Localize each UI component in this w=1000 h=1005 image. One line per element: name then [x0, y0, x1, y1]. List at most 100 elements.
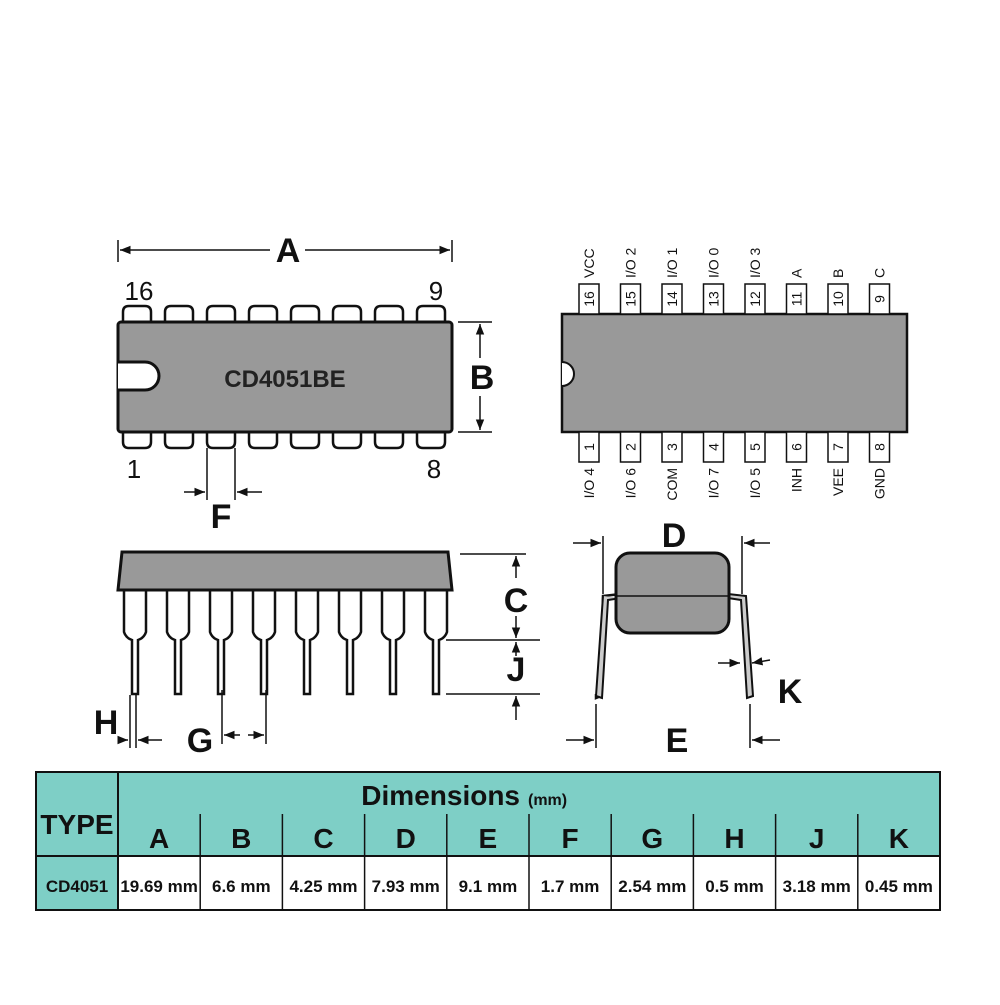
pinout-top-pin-signal: B: [830, 269, 846, 278]
dim-f-label: F: [211, 498, 232, 536]
table-value-cell: 7.93 mm: [372, 877, 440, 896]
pinout-top-pin-number: 15: [623, 291, 639, 307]
side-view: C J H G: [94, 550, 540, 760]
pinout-bottom-pin-signal: COM: [664, 468, 680, 501]
top-view-pin-upper: [415, 304, 447, 322]
chip-body-side: [116, 550, 454, 592]
table-column-header: H: [724, 823, 744, 854]
top-view-upper-pins: [121, 304, 447, 322]
top-view-pin-lower: [247, 432, 279, 450]
pin-16-label: 16: [125, 276, 154, 306]
pinout-top-pin-signal: I/O 0: [706, 247, 722, 278]
top-view-pin-lower: [331, 432, 363, 450]
end-view-right-leg: [727, 593, 755, 700]
pinout-bottom-pin-box: [619, 431, 642, 463]
pinout-top-pin-signal: I/O 1: [664, 247, 680, 278]
dim-d-label: D: [662, 517, 687, 555]
table-column-header: C: [313, 823, 333, 854]
table-value-cell: 19.69 mm: [120, 877, 198, 896]
pin1-notch: [118, 360, 161, 392]
pinout-bottom-pin-number: 5: [747, 443, 763, 451]
top-view-pin-upper: [163, 304, 195, 322]
side-view-leg: [423, 590, 449, 696]
table-value-cell: 9.1 mm: [459, 877, 518, 896]
table-value-cell: 3.18 mm: [783, 877, 851, 896]
dim-a-label: A: [276, 232, 301, 270]
side-view-leg: [208, 590, 234, 696]
table-value-cell: 0.5 mm: [705, 877, 764, 896]
pinout-top-pin-number: 16: [581, 291, 597, 307]
pin-1-label: 1: [127, 454, 141, 484]
dim-k-label: K: [778, 673, 803, 711]
pinout-bottom-pin-box: [868, 431, 891, 463]
pinout-bottom-pin-box: [744, 431, 766, 463]
table-column-header: G: [641, 823, 663, 854]
pinout-top-pin-box: [702, 283, 725, 315]
side-view-leg: [165, 590, 191, 696]
table-row-type: CD4051: [46, 877, 108, 896]
table-column-header: F: [562, 823, 579, 854]
table-column-header: D: [396, 823, 416, 854]
table-value-cell: 0.45 mm: [865, 877, 933, 896]
top-view-pin-upper: [373, 304, 405, 322]
dim-e-label: E: [666, 722, 689, 760]
table-column-header: K: [889, 823, 909, 854]
side-view-leg: [380, 590, 406, 696]
top-view: CD4051BE A 16 9 1 8 B F: [116, 232, 495, 536]
pinout-bottom-pin-signal: VEE: [830, 468, 846, 496]
chip-marking: CD4051BE: [224, 366, 345, 393]
pinout-bottom-pin-signal: I/O 7: [706, 468, 722, 499]
top-view-pin-lower: [121, 432, 153, 450]
table-value-cell: 1.7 mm: [541, 877, 600, 896]
top-view-pin-upper: [289, 304, 321, 322]
pinout-top-pin-number: 11: [789, 292, 805, 307]
pinout-bottom-pin-number: 6: [789, 443, 805, 451]
side-view-leg: [294, 590, 320, 696]
table-column-header: E: [479, 823, 498, 854]
pinout-top-pin-number: 13: [706, 291, 722, 307]
pinout-bottom-pin-number: 8: [872, 443, 888, 451]
pinout-top-pin-signal: I/O 2: [623, 247, 639, 278]
table-dimensions-header: Dimensions: [361, 780, 520, 811]
table-type-header: TYPE: [40, 809, 113, 840]
side-view-leg: [122, 590, 148, 696]
top-view-pin-lower: [289, 432, 321, 450]
pinout-bottom-pin-signal: INH: [789, 468, 805, 492]
pin-8-label: 8: [427, 454, 441, 484]
side-view-leg: [251, 590, 277, 696]
pinout-top-pin-signal: C: [872, 268, 888, 278]
pinout-top-pin-box: [661, 283, 683, 315]
dim-c-label: C: [504, 582, 529, 620]
top-view-pin-lower: [205, 432, 237, 450]
pinout-bottom-pin-box: [578, 431, 600, 463]
table-grid: [199, 814, 859, 910]
table-value-cell: 6.6 mm: [212, 877, 271, 896]
pin-9-label: 9: [429, 276, 443, 306]
table-row-values: 19.69 mm 6.6 mm 4.25 mm 7.93 mm 9.1 mm 1.7 mm…: [120, 877, 933, 896]
end-view: D E K: [566, 517, 803, 760]
dim-h-label: H: [94, 704, 119, 742]
dim-j-label: J: [507, 651, 526, 689]
top-view-pin-lower: [415, 432, 447, 450]
table-column-header: J: [809, 823, 825, 854]
pinout-top-pin-signal: VCC: [581, 248, 597, 278]
pinout-bottom-pin-signal: I/O 4: [581, 468, 597, 499]
dim-k-arrow-right: [751, 657, 771, 666]
pinout-top-pin-signal: A: [789, 268, 805, 278]
top-view-pin-upper: [247, 304, 279, 322]
pinout-top-pin-number: 12: [747, 291, 763, 307]
table-value-cell: 4.25 mm: [289, 877, 357, 896]
pinout-bottom-pin-number: 7: [830, 443, 846, 451]
dim-b-label: B: [470, 359, 495, 397]
pinout-top-pin-number: 9: [872, 295, 888, 303]
pinout-top-pin-number: 10: [830, 291, 846, 307]
top-view-pin-upper: [205, 304, 237, 322]
pinout-top-pin-box: [827, 283, 849, 315]
table-header-bg: [36, 772, 940, 856]
top-view-lower-pins: [121, 432, 447, 450]
table-unit: (mm): [528, 792, 567, 809]
